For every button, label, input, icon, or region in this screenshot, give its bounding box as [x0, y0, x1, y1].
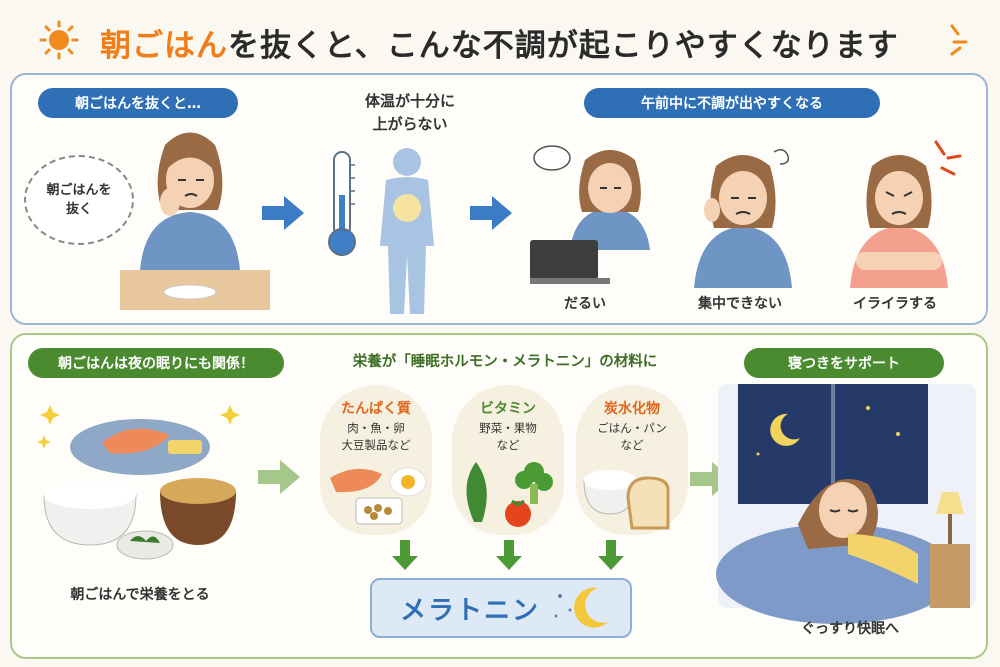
header: 朝ごはんを抜くと、こんな不調が起こりやすくなります	[0, 8, 1000, 68]
melatonin-box	[370, 578, 632, 638]
arrow-right-icon	[262, 196, 304, 230]
nutrient-desc-vitamin: 野菜・果物など	[452, 420, 564, 453]
title-accent: 朝ごはん	[100, 28, 228, 64]
spark-lines-icon	[950, 24, 968, 56]
caption-breakfast-nutrition: 朝ごはんで栄養をとる	[70, 587, 210, 603]
page-title: 朝ごはんを抜くと、こんな不調が起こりやすくなります	[100, 20, 899, 65]
symptom-label-2: 集中できない	[698, 296, 782, 312]
body-temp-text: 体温が十分に 上がらない	[340, 90, 480, 135]
arrow-down-icon-1	[392, 540, 418, 570]
body-silhouette-icon	[380, 148, 434, 314]
nutrition-heading: 栄養が「睡眠ホルモン・メラトニン」の材料に	[352, 354, 658, 370]
body-temp-line2: 上がらない	[372, 114, 448, 133]
nsub2-line-1: ごはん・パン	[597, 421, 667, 435]
nsub1-line-2: など	[496, 437, 520, 452]
pill-sleep-support: 寝つきをサポート	[744, 348, 944, 378]
body-temp-line1: 体温が十分に	[364, 92, 455, 110]
caption-sound-sleep: ぐっすり快眠へ	[801, 621, 899, 637]
woman-tired-laptop-illustration	[530, 145, 650, 284]
nsub0-line-1: 肉・魚・卵	[347, 421, 405, 435]
bubble-text-line-2: 抜く	[65, 202, 92, 217]
symptom-label-1: だるい	[564, 296, 606, 312]
nutrient-name-carbs: 炭水化物	[604, 401, 660, 417]
nsub1-line-1: 野菜・果物	[479, 421, 537, 435]
woman-irritated-illustration	[850, 140, 962, 288]
tired-woman-illustration	[120, 132, 270, 310]
nutrient-name-protein: たんぱく質	[341, 401, 411, 417]
symptom-label-3: イライラする	[853, 296, 937, 312]
pill-sleep-relation: 朝ごはんは夜の眠りにも関係！	[28, 348, 284, 378]
nutrient-desc-protein: 肉・魚・卵大豆製品など	[320, 420, 432, 453]
nutrient-name-vitamin: ビタミン	[480, 401, 536, 417]
arrow-right-icon-2	[470, 196, 512, 230]
pill-skip-breakfast: 朝ごはんを抜くと…	[38, 88, 238, 118]
nsub0-line-2: 大豆製品など	[341, 437, 411, 452]
pill-morning-issues: 午前中に不調が出やすくなる	[584, 88, 880, 118]
moon-stars-icon	[554, 587, 608, 628]
vegetables-illustration	[466, 462, 553, 527]
nutrient-desc-carbs: ごはん・パンなど	[576, 420, 688, 453]
arrow-down-icon-3	[598, 540, 624, 570]
sun-icon	[39, 20, 79, 60]
breakfast-set-illustration	[37, 405, 240, 560]
nsub2-line-2: など	[620, 437, 644, 452]
bubble-text-line-1: 朝ごはんを	[46, 182, 112, 198]
rice-bread-illustration	[583, 470, 670, 530]
sleeping-woman-illustration	[716, 384, 976, 624]
arrow-right-green-icon	[258, 460, 300, 494]
title-rest: を抜くと、こんな不調が起こりやすくなります	[228, 28, 899, 64]
protein-foods-illustration	[330, 467, 427, 525]
arrow-down-icon-2	[496, 540, 522, 570]
speech-bubble: 朝ごはんを抜く	[24, 155, 134, 245]
speech-bubble-text: 朝ごはんを抜く	[46, 181, 111, 220]
woman-unfocused-illustration	[694, 149, 792, 288]
melatonin-label: メラトニン	[400, 596, 541, 626]
thermometer-icon	[328, 151, 356, 256]
